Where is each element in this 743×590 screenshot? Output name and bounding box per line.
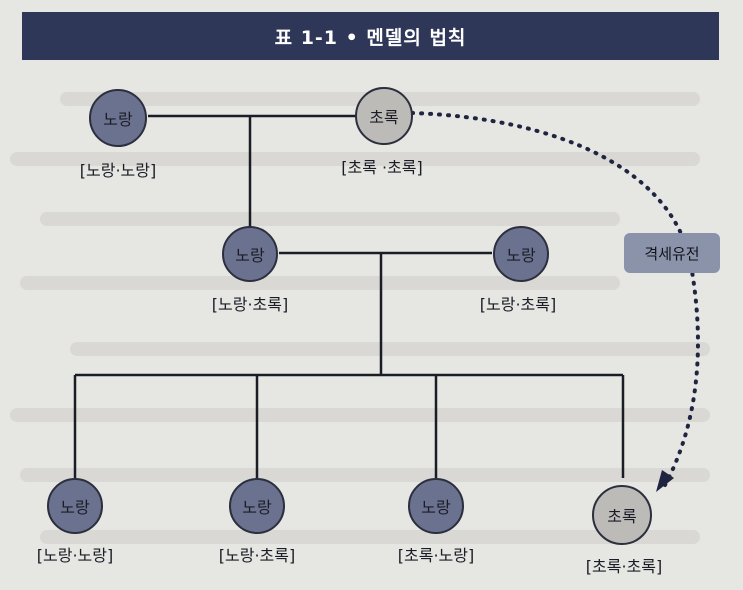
node-g2-right: 노랑 (493, 226, 549, 282)
arrow-head (656, 470, 674, 492)
genotype-g3-1: [노랑·노랑] (36, 546, 114, 565)
genotype-g3-2: [노랑·초록] (218, 546, 296, 565)
node-g3-2: 노랑 (229, 478, 285, 534)
genotype-g1-green: [초록 ·초록] (341, 158, 423, 177)
genotype-g1-yellow: [노랑·노랑] (79, 161, 157, 180)
genotype-g3-4: [초록·초록] (585, 557, 663, 576)
node-g3-1: 노랑 (47, 478, 103, 534)
genotype-g3-3: [초록·노랑] (397, 546, 475, 565)
background-text (0, 60, 743, 590)
figure-title: 표 1-1 • 멘델의 법칙 (22, 12, 719, 60)
node-g1-yellow: 노랑 (89, 89, 147, 147)
node-g2-left: 노랑 (222, 226, 278, 282)
genotype-g2-left: [노랑·초록] (211, 295, 289, 314)
node-g3-4: 초록 (592, 485, 652, 545)
node-g1-green: 초록 (355, 87, 413, 145)
node-g3-3: 노랑 (408, 478, 464, 534)
genotype-g2-right: [노랑·초록] (479, 295, 557, 314)
atavism-label: 격세유전 (624, 233, 720, 273)
